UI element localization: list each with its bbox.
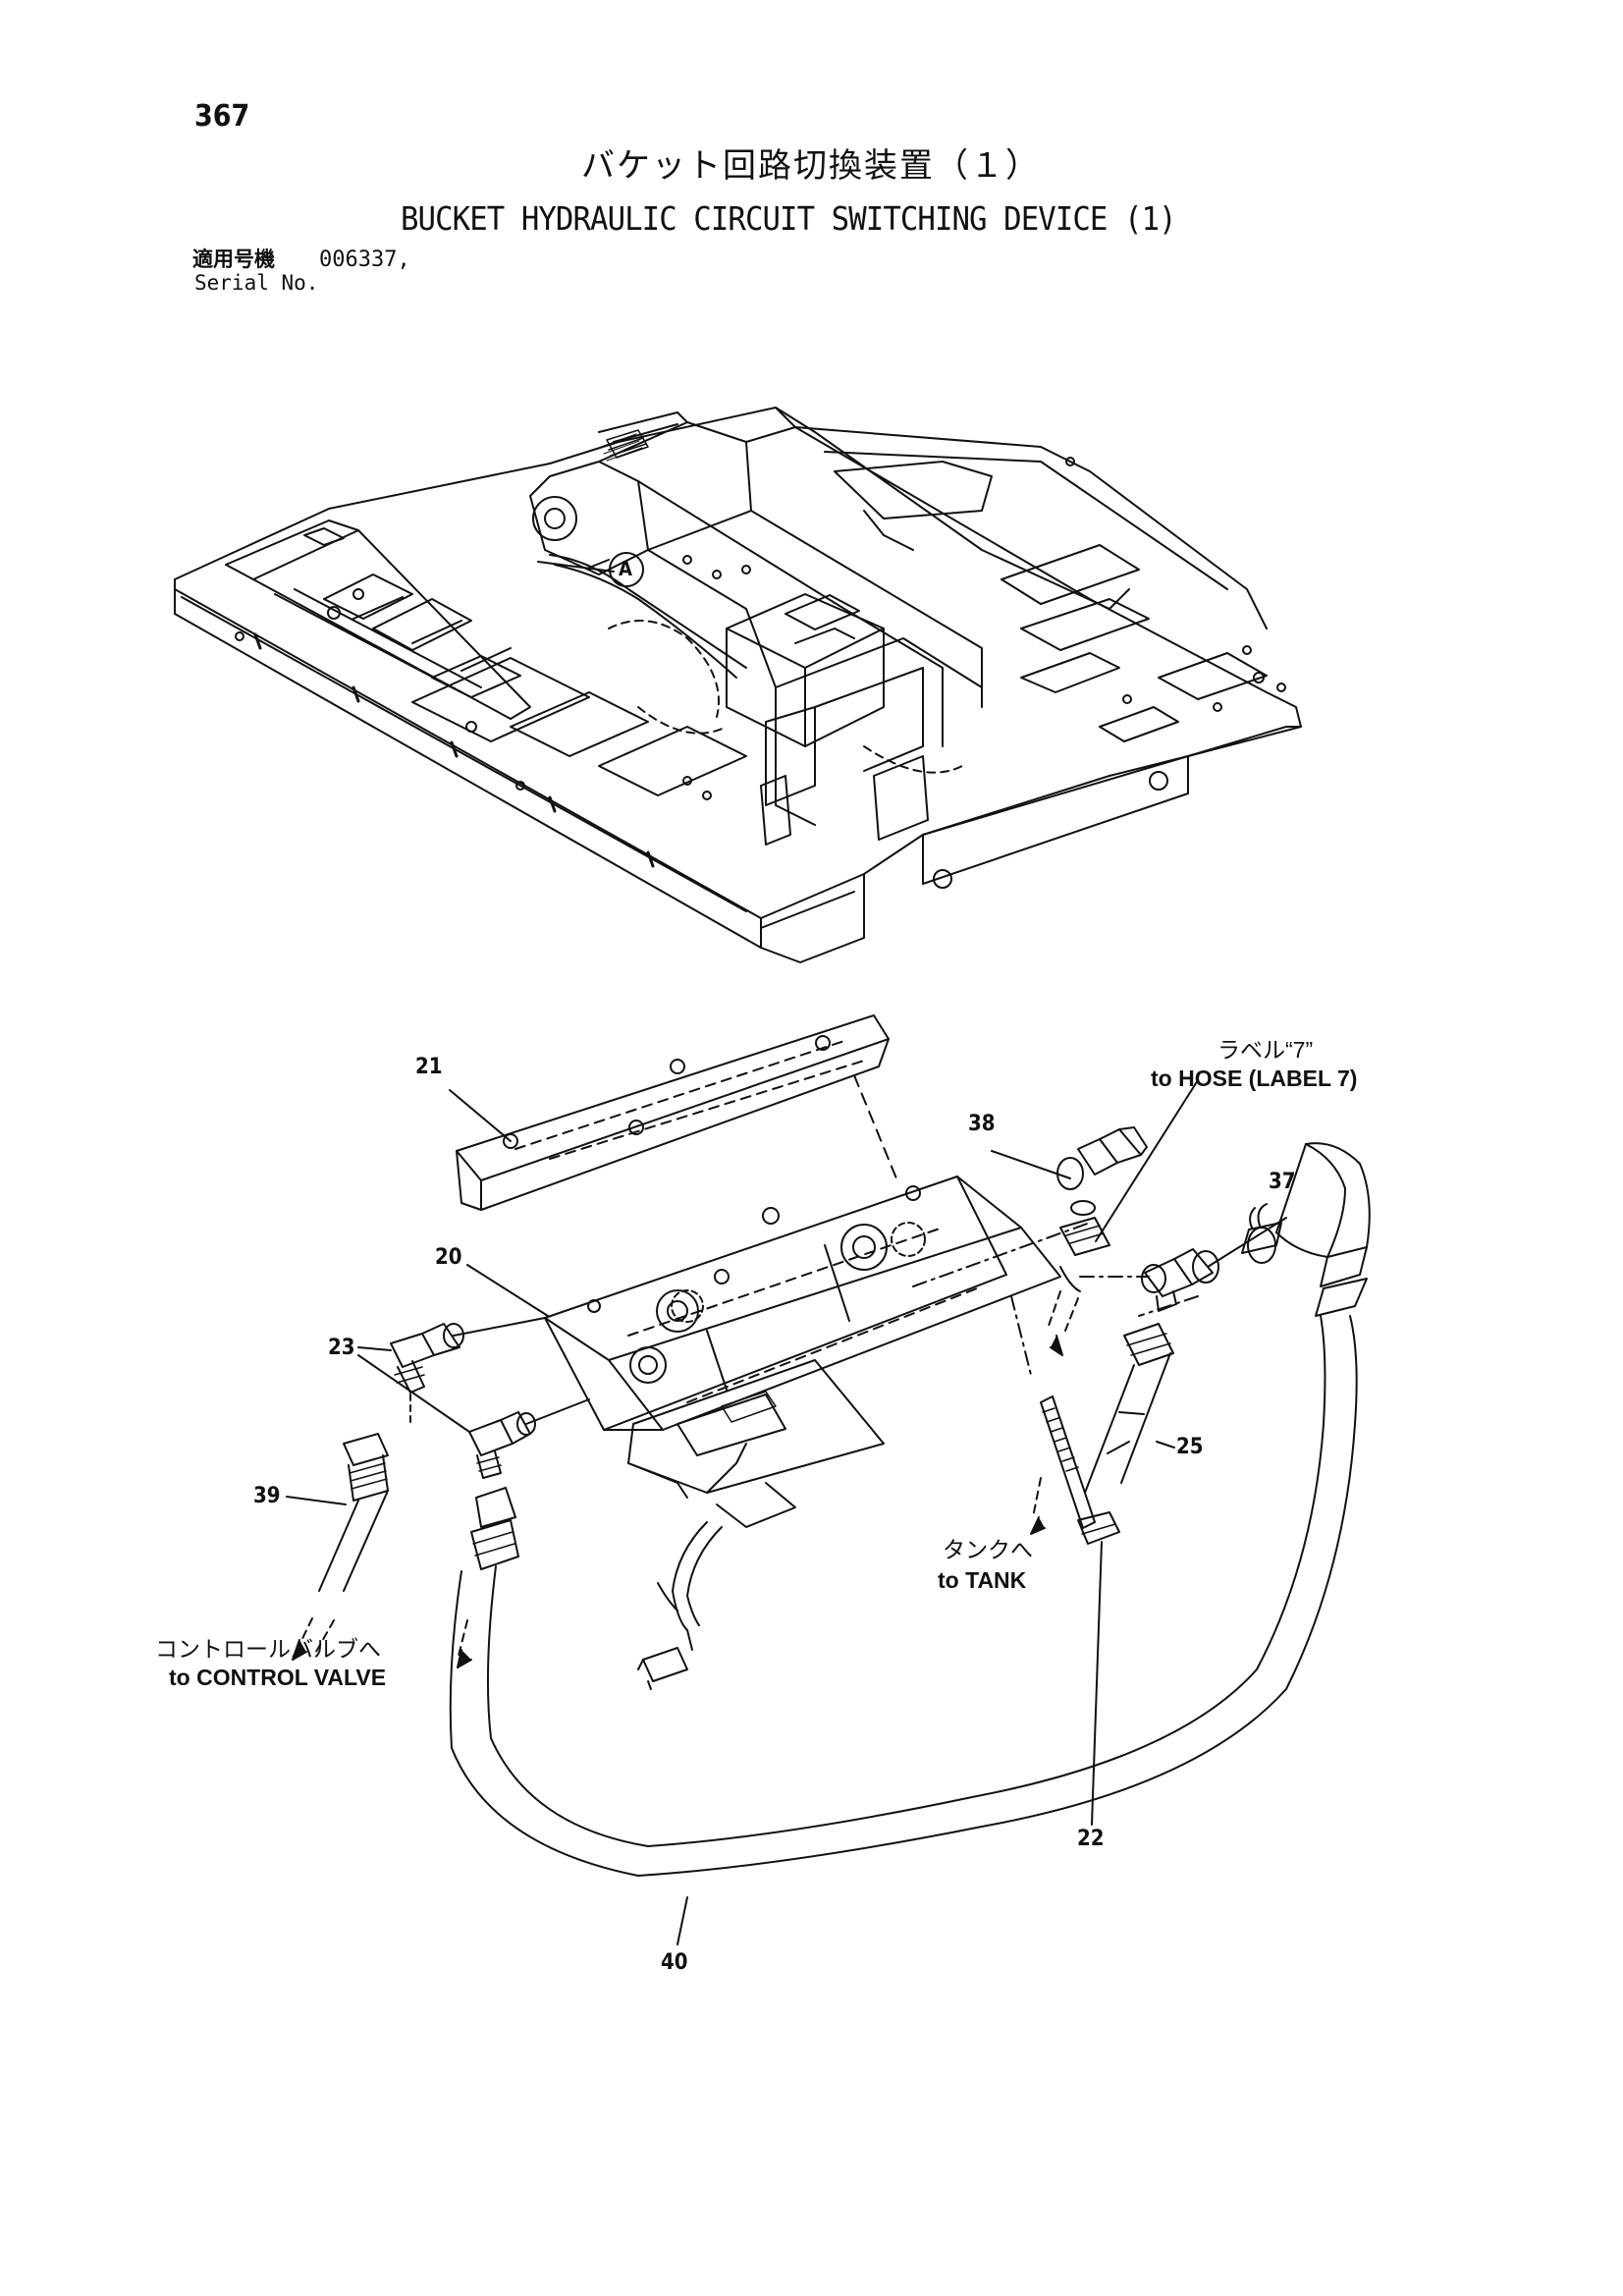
note-label-7-english: to HOSE (LABEL 7): [1151, 1066, 1358, 1091]
serial-number-value: 006337,: [319, 247, 410, 272]
serial-label-japanese: 適用号機: [192, 247, 275, 271]
detail-marker-a: A: [619, 557, 632, 580]
callout-39: 39: [253, 1484, 281, 1508]
callout-21: 21: [415, 1055, 443, 1079]
callout-20: 20: [435, 1245, 462, 1270]
serial-label-english: Serial No.: [194, 271, 319, 295]
callout-23: 23: [328, 1336, 355, 1360]
note-tank-english: to TANK: [938, 1567, 1027, 1593]
callout-22: 22: [1077, 1827, 1105, 1851]
callout-38: 38: [968, 1112, 996, 1136]
note-control-valve-english: to CONTROL VALVE: [169, 1665, 387, 1690]
note-control-valve-japanese: コントロールバルブへ: [155, 1636, 381, 1662]
note-tank-japanese: タンクへ: [943, 1537, 1033, 1562]
callout-25: 25: [1176, 1435, 1204, 1459]
callout-37: 37: [1269, 1170, 1296, 1194]
switching-valve-assembly: [287, 1015, 1370, 1944]
page-title-english: BUCKET HYDRAULIC CIRCUIT SWITCHING DEVIC…: [401, 199, 1177, 238]
note-label-7-japanese: ラベル“7”: [1217, 1037, 1314, 1063]
callout-40: 40: [661, 1950, 688, 1975]
page-number: 367: [194, 99, 250, 134]
page-title-japanese: バケット回路切換装置（１）: [581, 146, 1041, 186]
upperstructure-frame: [175, 408, 1301, 962]
